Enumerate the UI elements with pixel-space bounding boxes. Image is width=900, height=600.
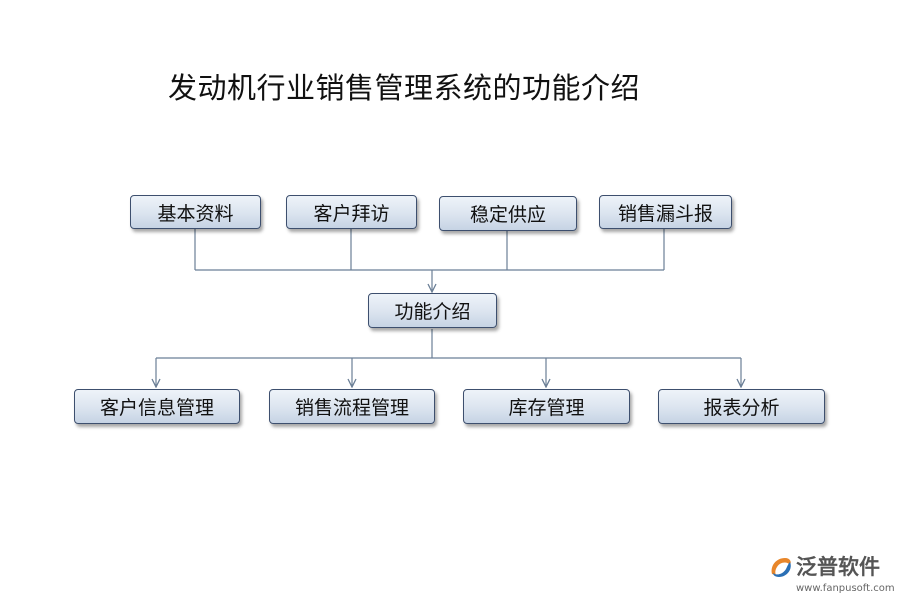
logo-name: 泛普软件: [796, 555, 880, 579]
node-inventory-management: 库存管理: [463, 389, 630, 424]
logo-url: www.fanpusoft.com: [796, 583, 895, 594]
diagram-title: 发动机行业销售管理系统的功能介绍: [168, 71, 641, 105]
top-connectors: [194, 229, 665, 292]
bottom-connectors: [156, 329, 741, 387]
node-basic-data: 基本资料: [130, 195, 261, 229]
logo-swirl-icon: [771, 558, 791, 577]
node-customer-visit: 客户拜访: [286, 195, 417, 229]
node-customer-info-management: 客户信息管理: [74, 389, 240, 424]
node-sales-funnel-report: 销售漏斗报: [599, 195, 732, 229]
company-logo: 泛普软件 www.fanpusoft.com: [768, 552, 896, 598]
node-sales-process-management: 销售流程管理: [269, 389, 435, 424]
node-report-analysis: 报表分析: [658, 389, 825, 424]
node-feature-intro: 功能介绍: [368, 293, 497, 328]
node-stable-supply: 稳定供应: [439, 196, 577, 231]
